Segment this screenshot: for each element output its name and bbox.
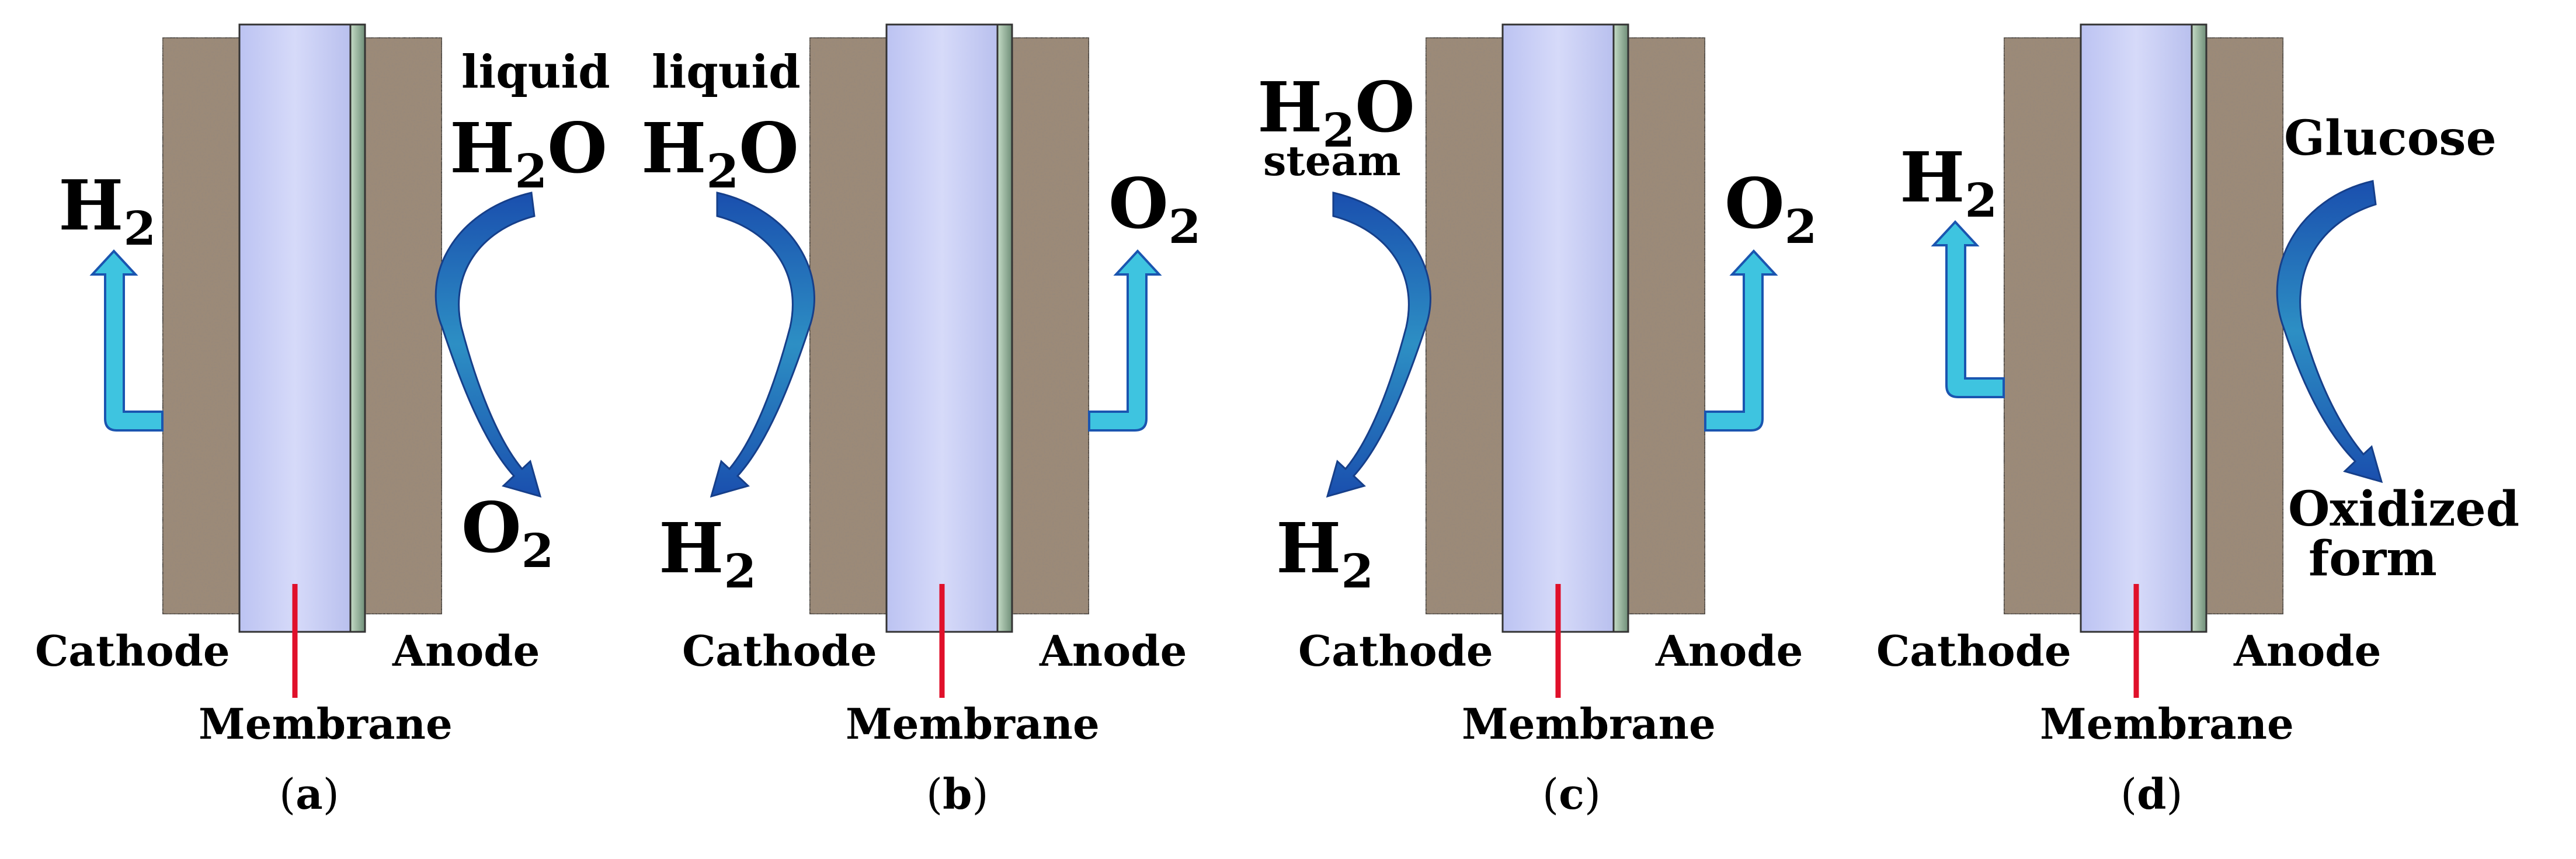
anode-electrode xyxy=(2205,36,2285,615)
anode-electrode xyxy=(364,36,443,615)
cathode-electrode xyxy=(808,36,888,615)
glucose-label: Glucose xyxy=(2284,110,2497,166)
form-label: form xyxy=(2309,531,2437,587)
o2-up-arrow xyxy=(1704,249,1778,432)
water-to-h2-curve-arrow xyxy=(710,192,815,498)
h2-label: H2 xyxy=(58,165,156,256)
anode-label: Anode xyxy=(1655,626,1803,676)
anode-electrode xyxy=(1627,36,1706,615)
caption-c: (c) xyxy=(1542,769,1601,819)
h2o-label: H2O xyxy=(1257,67,1415,158)
membrane-label: Membrane xyxy=(199,699,453,749)
oxidized-label: Oxidized xyxy=(2288,481,2519,537)
cathode-label: Cathode xyxy=(682,626,877,676)
o2-label: O2 xyxy=(1725,163,1817,254)
cathode-label: Cathode xyxy=(1298,626,1493,676)
anode-label: Anode xyxy=(2233,626,2381,676)
cathode-label: Cathode xyxy=(35,626,230,676)
caption-b: (b) xyxy=(926,769,989,819)
membrane-label: Membrane xyxy=(2040,699,2294,749)
h2-up-arrow xyxy=(89,249,164,432)
membrane-edge xyxy=(349,23,366,633)
membrane-edge xyxy=(1612,23,1629,633)
h2-up-arrow xyxy=(1931,220,2005,398)
panel-c: H2O steam H2 O2 Cathode Anode Membrane (… xyxy=(1257,23,1817,819)
cathode-electrode xyxy=(2003,36,2082,615)
cathode-label: Cathode xyxy=(1876,626,2071,676)
steam-label: steam xyxy=(1263,137,1401,185)
h2o-label: H2O xyxy=(641,107,799,199)
membrane xyxy=(885,23,999,633)
membrane xyxy=(1501,23,1615,633)
h2-label: H2 xyxy=(1900,137,1997,228)
h2-label: H2 xyxy=(659,507,756,599)
water-to-o2-curve-arrow xyxy=(434,192,542,498)
anode-electrode xyxy=(1011,36,1090,615)
liquid-label: liquid xyxy=(652,46,801,99)
caption-a: (a) xyxy=(279,769,339,819)
caption-d: (d) xyxy=(2120,769,2183,819)
o2-label: O2 xyxy=(461,487,554,578)
membrane-label: Membrane xyxy=(1462,699,1716,749)
anode-label: Anode xyxy=(392,626,540,676)
panel-a: H2 liquid H2O O2 Cathode Anode Membrane … xyxy=(35,23,610,819)
anode-label: Anode xyxy=(1039,626,1187,676)
panel-b: liquid H2O H2 O2 Cathode Anode Membrane … xyxy=(641,23,1201,819)
cathode-electrode xyxy=(161,36,241,615)
h2o-label: H2O xyxy=(450,107,607,199)
membrane-edge xyxy=(2191,23,2207,633)
panel-d: H2 Glucose Oxidized form Cathode Anode M… xyxy=(1876,23,2519,819)
cathode-electrode xyxy=(1424,36,1504,615)
glucose-to-oxidized-curve-arrow xyxy=(2276,180,2383,484)
o2-up-arrow xyxy=(1088,249,1162,432)
membrane xyxy=(238,23,352,633)
liquid-label: liquid xyxy=(461,46,610,99)
steam-to-h2-curve-arrow xyxy=(1326,192,1431,498)
membrane-edge xyxy=(996,23,1013,633)
o2-label: O2 xyxy=(1108,163,1201,254)
membrane xyxy=(2080,23,2193,633)
h2-label: H2 xyxy=(1276,507,1374,599)
membrane-label: Membrane xyxy=(846,699,1100,749)
